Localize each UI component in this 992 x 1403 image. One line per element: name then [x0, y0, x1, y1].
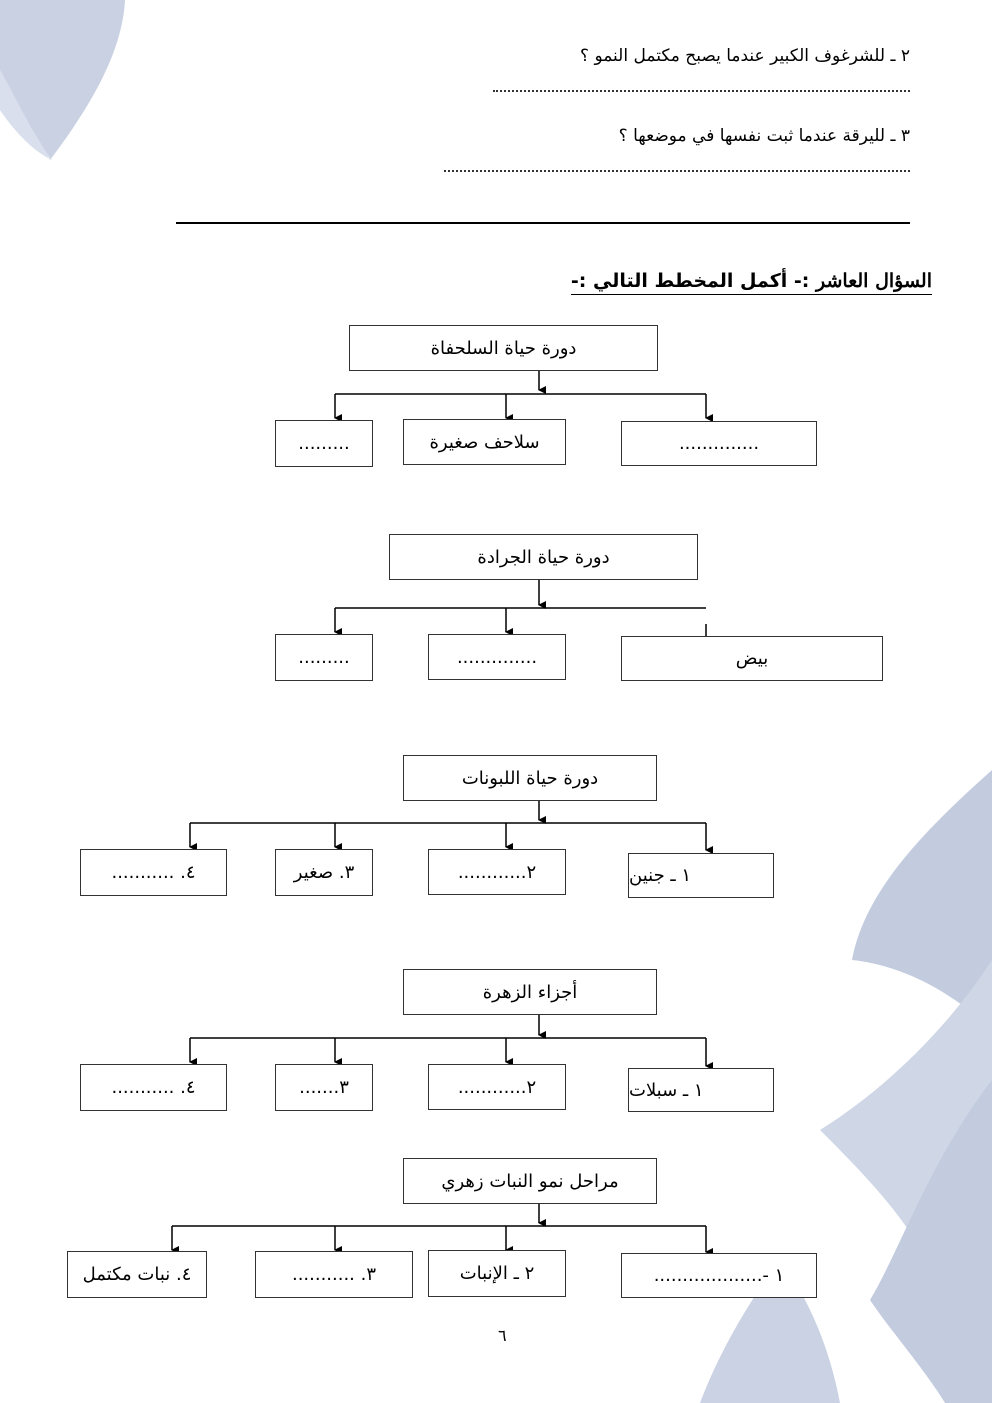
turtle-box-3[interactable]: .........	[275, 420, 373, 467]
section-divider	[176, 222, 910, 224]
section-label: السؤال العاشر	[816, 270, 932, 292]
answer-line-2[interactable]	[493, 90, 910, 92]
mammals-box-3[interactable]: ٣. صغير	[275, 849, 373, 896]
mammals-box-4[interactable]: ٤. ...........	[80, 849, 227, 896]
question-3: ٣ ـ لليرقة عندما ثبت نفسها في موضعها ؟	[618, 126, 910, 146]
turtle-title-box: دورة حياة السلحفاة	[349, 325, 658, 371]
flower-title-box: أجزاء الزهرة	[403, 969, 657, 1015]
plant-box-2: ٢ ـ الإنبات	[428, 1250, 566, 1297]
answer-line-3[interactable]	[444, 170, 910, 172]
locust-box-1: بيض	[621, 636, 883, 681]
plant-box-4: ٤. نبات مكتمل	[67, 1251, 207, 1298]
section-heading: السؤال العاشر :- أكمل المخطط التالي :-	[570, 270, 932, 295]
locust-title-box: دورة حياة الجرادة	[389, 534, 698, 580]
flower-box-4[interactable]: ٤. ...........	[80, 1064, 227, 1111]
turtle-box-2: سلاحف صغيرة	[403, 419, 566, 465]
page-number: ٦	[498, 1326, 507, 1345]
plant-title-box: مراحل نمو النبات زهري	[403, 1158, 657, 1204]
plant-box-3[interactable]: ٣. ...........	[255, 1251, 413, 1298]
mammals-title-box: دورة حياة اللبونات	[403, 755, 657, 801]
locust-box-2[interactable]: ..............	[428, 634, 566, 680]
locust-box-3[interactable]: .........	[275, 634, 373, 681]
flower-box-1: ١ ـ سبلات	[628, 1068, 774, 1112]
mammals-box-2[interactable]: ٢............	[428, 849, 566, 895]
flower-box-2[interactable]: ٢............	[428, 1064, 566, 1110]
plant-box-1[interactable]: ١ -...................	[621, 1253, 817, 1298]
flower-box-3[interactable]: ٣.......	[275, 1064, 373, 1111]
question-2: ٢ ـ للشرغوف الكبير عندما يصبح مكتمل النم…	[580, 46, 910, 66]
mammals-box-1: ١ ـ جنين	[628, 853, 774, 898]
section-instruction: :- أكمل المخطط التالي :-	[570, 270, 810, 292]
turtle-box-1[interactable]: ..............	[621, 421, 817, 466]
